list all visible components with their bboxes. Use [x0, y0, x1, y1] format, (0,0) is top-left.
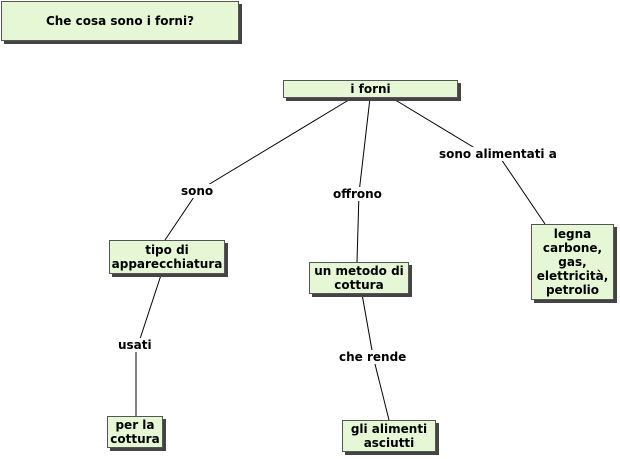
link-sono-type — [164, 190, 199, 241]
type-node: tipo di apparecchiatura — [109, 240, 225, 274]
link-label-che-rende: che rende — [339, 350, 407, 364]
root-node: i forni — [283, 80, 458, 98]
link-label-offrono: offrono — [333, 187, 382, 201]
dry-food-node: gli alimenti asciutti — [342, 420, 436, 452]
link-type-usati — [137, 274, 162, 346]
link-root-offrono — [358, 97, 371, 194]
link-root-sono — [197, 97, 353, 192]
method-node: un metodo di cottura — [309, 262, 409, 294]
for-cooking-node: per la cottura — [107, 416, 163, 448]
link-label-sono: sono — [181, 184, 214, 198]
link-offrono-method — [356, 192, 360, 263]
link-alimentati-fuels — [496, 152, 546, 225]
link-label-alimentati: sono alimentati a — [439, 147, 557, 161]
link-root-alimentati — [391, 97, 484, 154]
link-method-cherende — [361, 293, 374, 357]
fuels-node: legna carbone, gas, elettricità, petroli… — [531, 224, 614, 300]
link-cherende-dry — [372, 355, 390, 421]
title-node: Che cosa sono i forni? — [1, 1, 239, 41]
link-label-usati: usati — [118, 338, 152, 352]
